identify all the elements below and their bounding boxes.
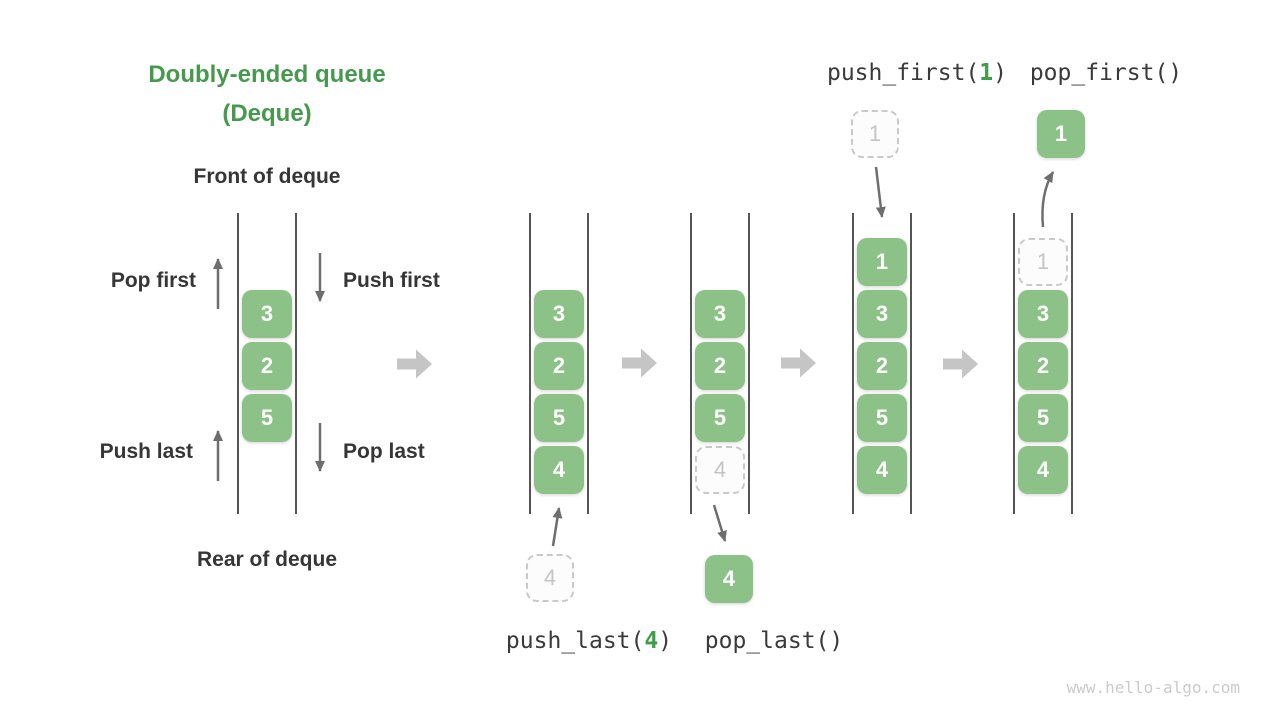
deque-cell: 4 xyxy=(534,446,584,494)
deque-cell: 2 xyxy=(857,342,907,390)
code-arg: 1 xyxy=(979,60,994,86)
rear-of-deque-label: Rear of deque xyxy=(196,548,338,571)
front-of-deque-label: Front of deque xyxy=(193,165,341,188)
push-first-label: Push first xyxy=(343,269,440,292)
code-text: push_first( xyxy=(826,60,980,86)
deque-cell: 5 xyxy=(534,394,584,442)
diagram-title-line2: (Deque) xyxy=(222,100,312,127)
deque-cell: 3 xyxy=(695,290,745,338)
queue-wall-left xyxy=(237,213,239,514)
deque-cell: 2 xyxy=(1018,342,1068,390)
queue-wall-left xyxy=(529,213,531,514)
watermark: www.hello-algo.com xyxy=(1066,678,1240,697)
queue-after-push-first: 1 3 2 5 4 xyxy=(852,213,912,514)
queue-during-pop-last: 3 2 5 4 xyxy=(690,213,750,514)
flow-arrow-icon xyxy=(943,349,978,379)
deque-cell: 5 xyxy=(1018,394,1068,442)
deque-cell: 4 xyxy=(705,555,753,603)
pop-last-value-cell: 4 xyxy=(705,555,753,603)
deque-cell-ghost: 4 xyxy=(526,554,574,602)
deque-cell: 2 xyxy=(534,342,584,390)
queue-wall-left xyxy=(1013,213,1015,514)
queue-wall-right xyxy=(1071,213,1073,514)
code-text: ) xyxy=(658,628,673,654)
flow-arrow-icon xyxy=(397,349,432,379)
queue-wall-right xyxy=(587,213,589,514)
push-first-transfer-arrow-icon xyxy=(874,166,886,218)
code-text: push_last( xyxy=(505,628,645,654)
pop-first-code-label: pop_first() xyxy=(1030,60,1182,86)
queue-wall-left xyxy=(852,213,854,514)
deque-cell-ghost: 4 xyxy=(695,446,745,494)
deque-cell-ghost: 1 xyxy=(1018,238,1068,286)
code-text: pop_last() xyxy=(704,628,844,654)
pop-first-label: Pop first xyxy=(110,269,196,292)
pop-last-label: Pop last xyxy=(343,440,425,463)
deque-cell: 2 xyxy=(695,342,745,390)
flow-arrow-icon xyxy=(781,348,816,378)
queue-wall-right xyxy=(748,213,750,514)
deque-cell: 1 xyxy=(857,238,907,286)
deque-cell: 3 xyxy=(534,290,584,338)
pop-first-value-cell: 1 xyxy=(1037,110,1085,158)
deque-cell: 5 xyxy=(695,394,745,442)
code-arg: 4 xyxy=(644,628,659,654)
push-last-value-cell: 4 xyxy=(526,554,574,602)
deque-cell: 5 xyxy=(242,394,292,442)
deque-cell: 3 xyxy=(242,290,292,338)
queue-during-pop-first: 1 3 2 5 4 xyxy=(1013,213,1073,514)
code-text: ) xyxy=(993,60,1008,86)
deque-cell-ghost: 1 xyxy=(851,110,899,158)
push-last-label: Push last xyxy=(99,440,193,463)
deque-cell: 4 xyxy=(1018,446,1068,494)
queue-wall-right xyxy=(295,213,297,514)
deque-cell: 3 xyxy=(1018,290,1068,338)
deque-cell: 4 xyxy=(857,446,907,494)
deque-cell: 3 xyxy=(857,290,907,338)
pop-last-code-label: pop_last() xyxy=(705,628,843,654)
deque-cell: 5 xyxy=(857,394,907,442)
deque-cell: 2 xyxy=(242,342,292,390)
push-first-value-cell: 1 xyxy=(851,110,899,158)
flow-arrow-icon xyxy=(622,348,657,378)
push-first-code-label: push_first(1) xyxy=(827,60,1007,86)
deque-cell: 1 xyxy=(1037,110,1085,158)
queue-after-push-last: 3 2 5 4 xyxy=(529,213,589,514)
diagram-title-line1: Doubly-ended queue xyxy=(148,61,386,88)
push-last-code-label: push_last(4) xyxy=(506,628,672,654)
code-text: pop_first() xyxy=(1029,60,1183,86)
queue-wall-right xyxy=(910,213,912,514)
queue-initial: 3 2 5 xyxy=(237,213,297,514)
queue-wall-left xyxy=(690,213,692,514)
